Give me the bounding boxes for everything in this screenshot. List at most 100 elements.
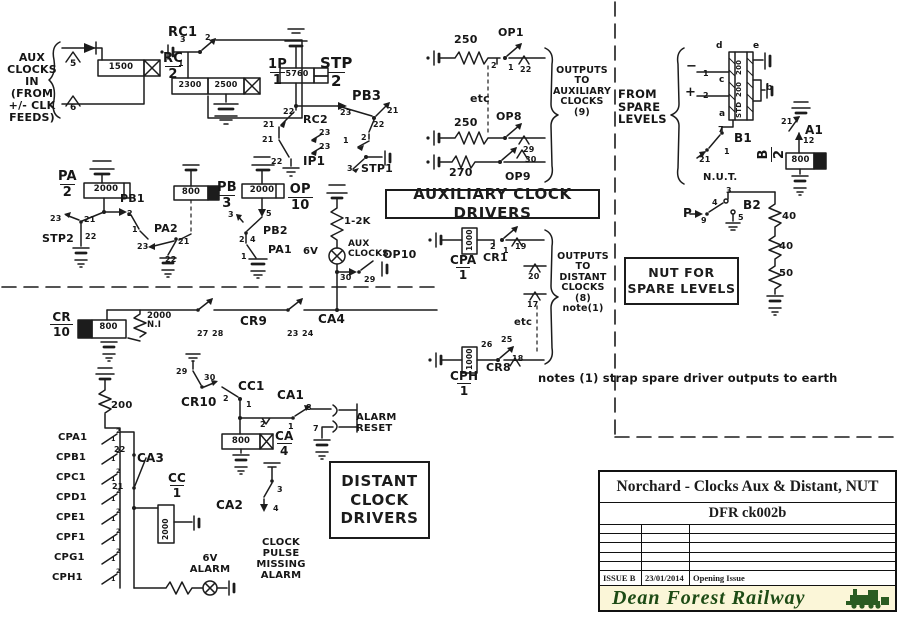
rc1-terminal-1: 1 — [178, 59, 184, 68]
cr-coil-group — [78, 298, 437, 432]
cr9-terminal-28: 28 — [212, 329, 224, 338]
b2-contact-label: B2 — [743, 198, 761, 212]
rc2-terminal-22: 22 — [283, 107, 295, 116]
aux-lamp-column-group — [327, 185, 387, 310]
cph1-t2: 2 — [116, 567, 121, 575]
ca1-terminal-7: 7 — [313, 424, 319, 433]
spare-coil-value-std: STD — [735, 101, 743, 118]
ca3-contact-label: CA3 — [137, 451, 165, 465]
ip1-terminal-21: 21 — [262, 135, 274, 144]
rc1-contact-label: RC1 — [168, 25, 198, 40]
issue-row: ISSUE B 23/01/2014 Opening Issue — [600, 571, 895, 586]
cc1-terminal-1: 1 — [246, 400, 252, 409]
ca3-terminal-22: 22 — [114, 445, 126, 454]
resistor-2000-ni-value: 2000 N.I — [147, 311, 172, 331]
terminal-c: c — [719, 75, 725, 85]
op1-terminal-2: 2 — [491, 61, 497, 70]
stp2-terminal-23: 23 — [50, 214, 62, 223]
cpg1-t1: 1 — [111, 555, 116, 563]
pb2-terminal-4: 4 — [250, 235, 256, 244]
ca4-coil-value: 800 — [231, 436, 251, 446]
stp1-terminal-3: 3 — [347, 164, 353, 173]
drawing-number: DFR ck002b — [600, 503, 895, 525]
cpe1-t1: 1 — [111, 515, 116, 523]
aux-clocks-lamp-label: AUX CLOCKS — [348, 239, 389, 259]
nut-for-spare-levels-title: NUT FOR SPARE LEVELS — [624, 257, 739, 305]
resistor-200-value: 200 — [111, 400, 133, 411]
b2-terminal-9: 9 — [701, 216, 707, 225]
cpg1-contact-label: CPG1 — [54, 552, 85, 563]
company-name: Dean Forest Railway — [612, 586, 806, 609]
a1-terminal-21: 21 — [781, 117, 793, 126]
cpb1-contact-label: CPB1 — [56, 452, 87, 463]
aux-clocks-in-label: AUX CLOCKS IN (FROM +/- CLK FEEDS) — [7, 51, 57, 125]
cpf1-t2: 2 — [116, 527, 121, 535]
distant-terminal-20: 20 — [528, 272, 540, 281]
ip1-terminal-23b: 23 — [319, 142, 331, 151]
terminal-b: b — [766, 83, 773, 93]
alarm-6v-label: 6V ALARM — [189, 553, 231, 575]
ca1-terminal-1: 1 — [288, 422, 294, 431]
pa1-contact-label: PA1 — [268, 243, 292, 256]
resistor-1-2k-value: 1-2K — [344, 216, 371, 227]
stp-relay-group — [279, 29, 347, 176]
cp-contact-chain-group — [102, 432, 234, 595]
terminal-5: 5 — [70, 59, 77, 69]
pa1-terminal-1: 1 — [241, 252, 247, 261]
distant-terminal-17: 17 — [527, 300, 539, 309]
b1-contact-label: B1 — [734, 131, 752, 145]
cpd1-t1: 1 — [111, 495, 116, 503]
cpg1-t2: 2 — [116, 547, 121, 555]
pb1-terminal-2: 2 — [127, 209, 133, 218]
op8-terminal-29: 29 — [523, 145, 535, 154]
cr10-terminal-30: 30 — [204, 373, 216, 382]
cpc1-contact-label: CPC1 — [56, 472, 86, 483]
op9-contact-label: OP9 — [505, 170, 531, 183]
ca1-terminal-8: 8 — [306, 403, 312, 412]
stp1-contact-label: STP1 — [361, 162, 393, 175]
ca1-terminal-2: 2 — [260, 420, 266, 429]
rc2-contact-label: RC2 — [303, 113, 328, 126]
pb3-terminal-1: 1 — [343, 136, 349, 145]
spare-coil-value-top: 200 — [735, 59, 743, 75]
train-logo — [846, 589, 889, 609]
stp-coil-value: 5760 — [285, 69, 309, 78]
cc1-terminal-2: 2 — [223, 394, 229, 403]
resistor-40b-value: 40 — [779, 241, 794, 252]
cc1-contact-label: CC1 — [238, 379, 265, 393]
aux-outputs-text: OUTPUTS TO AUXILIARY CLOCKS (9) — [552, 65, 612, 118]
section-borders-group — [2, 2, 897, 437]
ca4-contact-label: CA4 — [318, 312, 346, 326]
cpf1-contact-label: CPF1 — [56, 532, 86, 543]
ca2-contact-label: CA2 — [216, 498, 244, 512]
pb1-contact-label: PB1 — [120, 192, 145, 205]
op-coil-value: 2000 — [249, 185, 275, 195]
a1-contact-label: A1 — [805, 123, 824, 137]
minus-sign: − — [686, 59, 698, 74]
cpa1-t1: 1 — [111, 435, 116, 443]
issue-date: 23/01/2014 — [642, 571, 690, 585]
ip1-terminal-22: 22 — [271, 157, 283, 166]
pa-row-group — [64, 157, 284, 278]
terminal-6: 6 — [70, 103, 77, 113]
cpa1-contact-label: CPA1 — [58, 432, 88, 443]
cr9-contact-label: CR9 — [240, 314, 267, 328]
cr1-terminal-19: 19 — [515, 242, 527, 251]
cr8-contact-label: CR8 — [486, 361, 511, 374]
op1-terminal-22: 22 — [520, 65, 532, 74]
a1-terminal-12: 12 — [803, 136, 815, 145]
ca2-contact-group — [260, 463, 280, 512]
cr9-terminal-27: 27 — [197, 329, 209, 338]
cpc1-t2: 2 — [116, 467, 121, 475]
cr8-terminal-18: 18 — [512, 354, 524, 363]
